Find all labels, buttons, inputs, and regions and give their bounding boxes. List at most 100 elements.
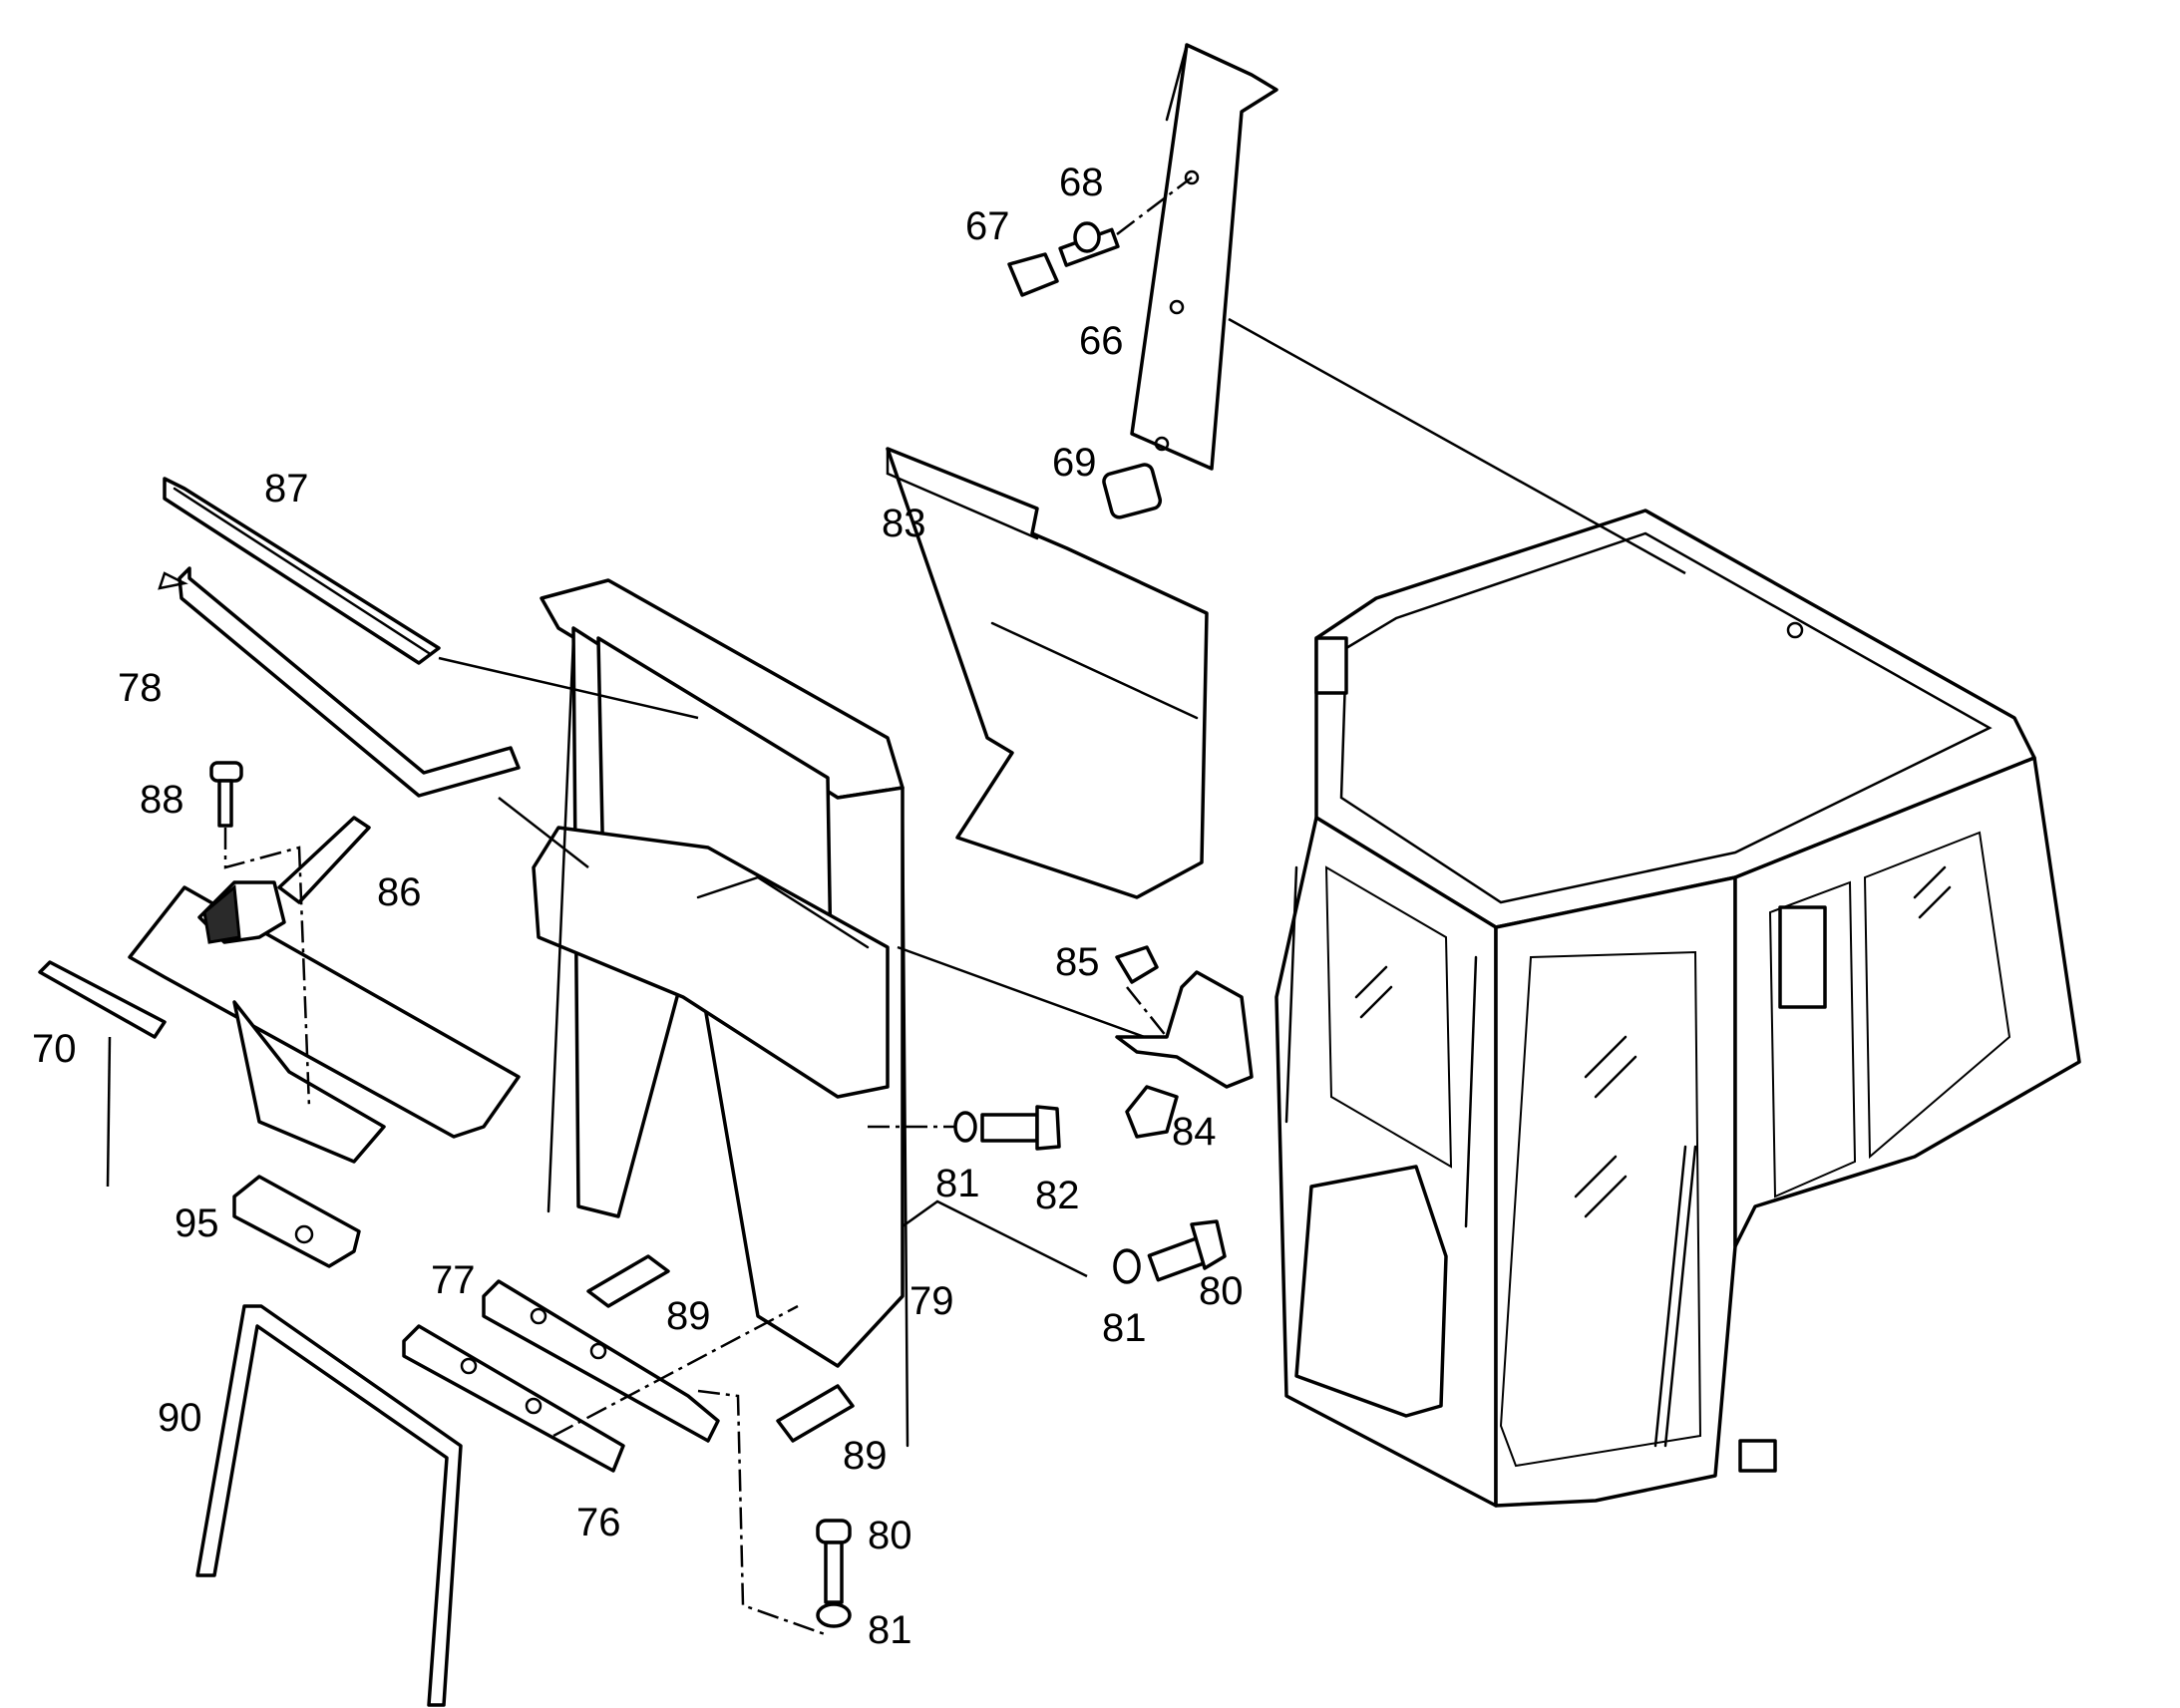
callout-82: 82 — [1035, 1174, 1080, 1217]
axis-77-strip — [552, 1304, 799, 1438]
callout-85: 85 — [1055, 940, 1100, 984]
part-83-fold — [990, 621, 1199, 720]
callout-89-a: 89 — [666, 1294, 711, 1338]
part-88-screw — [209, 761, 243, 828]
callout-67: 67 — [965, 204, 1010, 248]
part-82-bolt — [980, 1105, 1061, 1151]
axis-67-68-66 — [1116, 176, 1193, 235]
part-70-strip — [38, 960, 167, 1039]
callout-70: 70 — [32, 1027, 77, 1071]
part-78-handle — [178, 566, 521, 798]
cab-hinge-foot — [1738, 1439, 1777, 1473]
part-85-nut — [1115, 945, 1159, 984]
part-66-hole-top — [1184, 170, 1200, 185]
part-80-bolt-b — [816, 1519, 852, 1604]
cab-side-window-1 — [1768, 880, 1857, 1198]
callout-78: 78 — [118, 666, 163, 710]
cab-left-window — [1324, 865, 1453, 1169]
callout-88: 88 — [140, 778, 184, 822]
part-76-strip — [402, 1324, 625, 1473]
cab-glare-1 — [1584, 1035, 1637, 1099]
leader-66-cab — [1228, 317, 1686, 575]
part-86-lever-knob — [202, 884, 241, 944]
part-81-washer-c — [816, 1602, 852, 1628]
part-76-hole-1 — [460, 1357, 478, 1375]
cab-roof-inner — [1339, 531, 1993, 904]
part-79-rail-left — [546, 636, 575, 1213]
cab-side-window-2 — [1863, 831, 2011, 1160]
part-95-block — [232, 1175, 361, 1268]
cab-wiper — [1653, 1145, 1697, 1448]
part-77-hole-2 — [589, 1342, 607, 1360]
cab-door-window — [1499, 950, 1702, 1468]
cab-glare-2 — [1574, 1155, 1628, 1218]
leader-70 — [106, 1036, 112, 1188]
axis-77-80 — [697, 1389, 829, 1637]
part-89-pad-upper — [586, 1254, 670, 1308]
cab-glare-4 — [1354, 965, 1393, 1019]
cab-handrail-left — [1284, 865, 1298, 1124]
part-81-washer-a — [953, 1111, 977, 1143]
callout-81-b: 81 — [1102, 1306, 1147, 1350]
callout-90: 90 — [158, 1396, 202, 1440]
callout-80-b: 80 — [868, 1514, 912, 1557]
part-86-lever-arm — [277, 816, 371, 904]
part-83-panel — [886, 447, 1209, 899]
part-66-flange — [1165, 43, 1189, 122]
part-84-knob — [1125, 1085, 1179, 1139]
part-79-rail-right — [901, 786, 909, 1448]
part-79-tray-inner — [696, 875, 870, 949]
cab-assembly — [1274, 509, 2081, 1508]
axis-85-84 — [1126, 986, 1168, 1038]
part-66-hole-mid — [1169, 299, 1185, 315]
part-83-fold-2 — [886, 447, 1039, 540]
cab-glare-3 — [1913, 865, 1952, 919]
callout-84: 84 — [1172, 1110, 1217, 1154]
part-76-hole-2 — [525, 1397, 543, 1415]
part-68-washer — [1073, 221, 1101, 253]
cab-side — [1733, 756, 2081, 1248]
leader-87-79 — [438, 656, 699, 720]
cab-roof-hole — [1786, 621, 1804, 639]
callout-95: 95 — [175, 1201, 219, 1245]
part-84-bracket — [1115, 970, 1254, 1089]
callout-66: 66 — [1079, 319, 1124, 363]
part-69-pad — [1102, 463, 1163, 519]
cab-mirror — [1778, 905, 1827, 1009]
callout-79: 79 — [909, 1279, 954, 1323]
part-95-hole — [294, 1224, 314, 1244]
part-67-bolt — [1007, 227, 1120, 297]
part-86-latch-base — [128, 885, 521, 1139]
callout-77: 77 — [431, 1258, 476, 1302]
part-80-bolt-a — [1147, 1219, 1227, 1282]
axis-88-86 — [223, 828, 311, 1108]
leader-78-79 — [498, 797, 589, 868]
callout-76: 76 — [576, 1501, 621, 1544]
leader-79-81 — [902, 1199, 1088, 1278]
part-77-hole-1 — [530, 1307, 547, 1325]
part-81-washer-b — [1113, 1248, 1141, 1284]
callout-80-a: 80 — [1199, 1269, 1244, 1313]
callout-labels: 67 68 66 69 83 87 78 88 86 70 85 84 81 8… — [32, 161, 1244, 1652]
cab-lower-panel — [1294, 1165, 1448, 1418]
part-86-latch-lower — [232, 1000, 386, 1164]
callout-89-b: 89 — [843, 1434, 888, 1478]
callout-69: 69 — [1052, 441, 1097, 485]
leader-79-84 — [897, 945, 1173, 1049]
callout-81-a: 81 — [935, 1162, 980, 1205]
part-90-frame — [195, 1304, 463, 1707]
callout-68: 68 — [1059, 161, 1104, 204]
part-79-tray — [532, 826, 890, 1099]
part-66-bracket — [1130, 43, 1278, 471]
part-78-grip — [158, 571, 188, 590]
callout-86: 86 — [377, 870, 422, 914]
callout-81-c: 81 — [868, 1608, 912, 1652]
part-66-hole-low — [1154, 436, 1170, 452]
part-89-pad-lower — [776, 1384, 855, 1443]
part-87-rail-ridges — [173, 487, 431, 655]
cab-hinge-top — [1314, 636, 1348, 695]
callout-83: 83 — [882, 502, 926, 545]
cab-handrail-door — [1464, 955, 1478, 1228]
callout-87: 87 — [264, 467, 309, 511]
